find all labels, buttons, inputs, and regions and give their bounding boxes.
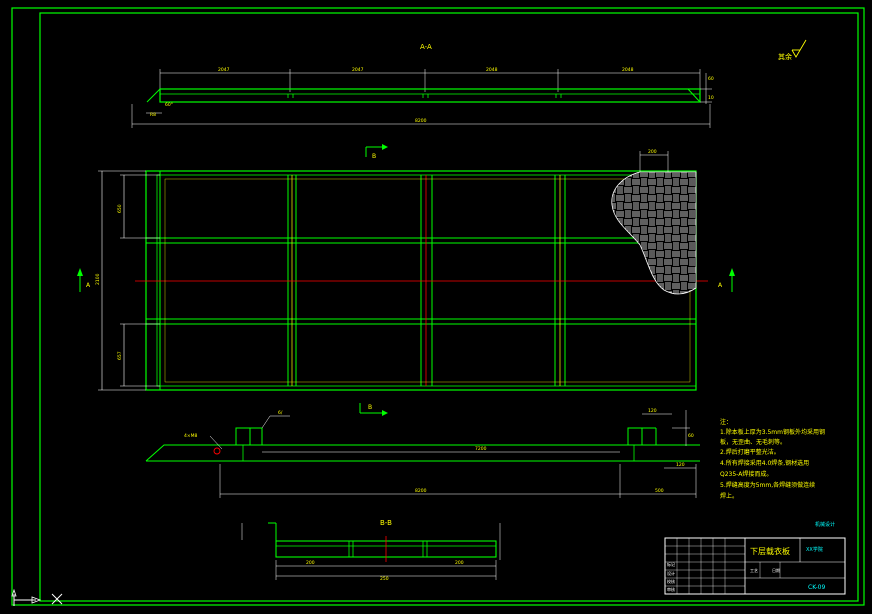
- marker-b-top-label: B: [372, 153, 376, 160]
- weld-symbol: 6/: [278, 410, 283, 416]
- section-aa-label: A-A: [420, 43, 432, 51]
- tb-row-6: 日期: [772, 567, 780, 573]
- section-marker-a-right: A: [718, 268, 735, 292]
- part-name: 下层载衣板: [750, 546, 790, 556]
- tb-row-4: 审核: [667, 586, 675, 592]
- top-angle: 60°: [165, 102, 173, 108]
- section-bb-label: B-B: [380, 519, 392, 527]
- marker-a-right-label: A: [718, 282, 723, 289]
- technical-notes: 注： 1.除本板上厚为3.5mm钢板外均采用钢 板，无歪曲、无毛刺等。 2.焊后…: [720, 418, 835, 528]
- top-overall-dim: 8200: [415, 118, 427, 124]
- bottom-small-dim-1: 120: [648, 408, 657, 414]
- plate-side-profile: [159, 88, 701, 103]
- plan-left-dim-2: 657: [117, 351, 123, 360]
- marker-b-bottom-label: B: [368, 404, 372, 411]
- bottom-right-dim: 500: [655, 488, 664, 494]
- tb-row-5: 工艺: [750, 568, 758, 573]
- outer-border: [11, 7, 865, 606]
- weld-text: 4×M8: [184, 433, 198, 439]
- tb-row-3: 校核: [667, 578, 675, 584]
- bottom-main-dim: 7200: [475, 446, 487, 452]
- bottom-overall-dim: 8200: [415, 488, 427, 494]
- bottom-small-dim-3: 120: [676, 462, 685, 468]
- title-block: 下层载衣板 XX学院 CK-09 标记 设计 校核 审核 工艺 日期: [664, 537, 846, 595]
- note-line-1: 1.除本板上厚为3.5mm钢板外均采用钢: [720, 428, 825, 436]
- top-right-dim-1: 60: [708, 76, 714, 82]
- top-dim-2: 2047: [352, 67, 364, 73]
- note-line-5: Q235-A焊接而成。: [720, 470, 772, 478]
- top-dim-4: 2048: [622, 67, 634, 73]
- surface-roughness-icon: [791, 39, 807, 58]
- plan-view: 200 2100 650 657: [95, 149, 708, 391]
- hatch-width-dim: 200: [648, 149, 657, 155]
- bb-dim-3: 200: [455, 560, 464, 566]
- section-bb-view: B-B 200 250 200: [241, 519, 501, 582]
- weld-mark: [213, 447, 221, 455]
- roughness-label: 其余: [778, 52, 792, 61]
- top-right-dim-2: 10: [708, 95, 714, 101]
- drawing-code: CK-09: [808, 584, 825, 591]
- section-aa-view: A-A 2047 2047 2048 2048 60° R8 60 10: [131, 43, 714, 128]
- section-marker-b-bottom: B: [359, 403, 388, 416]
- tb-row-2: 设计: [667, 570, 675, 576]
- section-marker-a-left: A: [77, 268, 91, 292]
- top-dim-1: 2047: [218, 67, 230, 73]
- note-line-6: 5.焊缝高度为5mm,各焊缝须做连续: [720, 481, 815, 489]
- note-line-4: 4.所有焊接采用4.0焊条,钢材选用: [720, 459, 809, 467]
- bb-dim-2: 250: [380, 576, 389, 582]
- bb-dim-1: 200: [306, 560, 315, 566]
- plan-overall-height-dim: 2100: [95, 273, 101, 285]
- company-name: XX学院: [806, 546, 823, 553]
- note-line-3: 2.焊后打磨平整光洁。: [720, 448, 780, 456]
- notes-title: 注：: [720, 418, 732, 426]
- section-marker-b-top: B: [365, 144, 388, 160]
- marker-a-left-label: A: [86, 282, 91, 289]
- note-line-7: 焊上。: [720, 492, 738, 500]
- plan-left-dim-1: 650: [117, 204, 123, 213]
- frame-border: [39, 12, 859, 602]
- top-left-small-dim: R8: [150, 112, 156, 118]
- ucs-icon: [11, 588, 63, 606]
- bottom-small-dim-2: 60: [688, 433, 694, 439]
- tb-row-1: 标记: [667, 561, 675, 567]
- top-dim-3: 2048: [486, 67, 498, 73]
- note-line-2: 板，无歪曲、无毛刺等。: [720, 438, 786, 446]
- roughness-note: 其余: [778, 39, 807, 61]
- side-view: 4×M8 6/ 7200 8200 500 120 60 120: [145, 408, 700, 498]
- stamp-text: 机械设计: [815, 521, 835, 528]
